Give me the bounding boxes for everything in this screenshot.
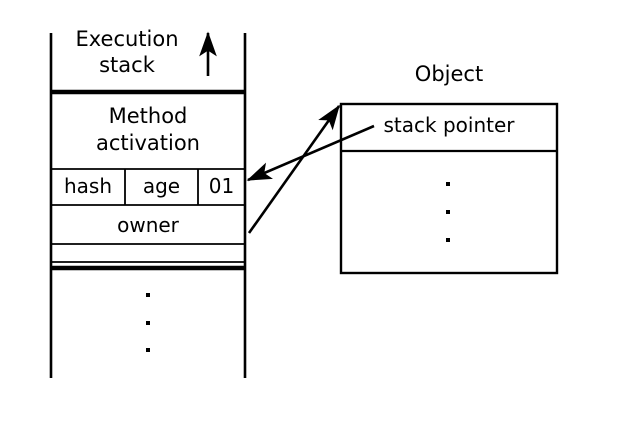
frame-title-line1: Method <box>108 104 188 128</box>
stack-caption-line2: stack <box>99 53 155 77</box>
object-header-row: stack pointer <box>383 113 515 137</box>
object-caption: Object <box>414 62 484 86</box>
object-dot-3 <box>446 238 450 242</box>
object-box <box>339 102 559 275</box>
object-dot-1 <box>446 182 450 186</box>
stack-dot-3 <box>146 348 150 352</box>
stack-caption-line1: Execution <box>75 27 179 51</box>
object-dot-2 <box>446 210 450 214</box>
stack-dot-1 <box>146 293 150 297</box>
field-cell-hash: hash <box>63 174 113 198</box>
field-cell-01: 01 <box>208 174 235 198</box>
frame-owner-row: owner <box>117 213 179 237</box>
arrow-owner-to-object <box>247 104 341 234</box>
arrow-stackpointer-to-frame <box>246 124 375 182</box>
field-cell-age: age <box>142 174 181 198</box>
frame-title-line2: activation <box>95 131 200 155</box>
stack-dot-2 <box>146 321 150 325</box>
